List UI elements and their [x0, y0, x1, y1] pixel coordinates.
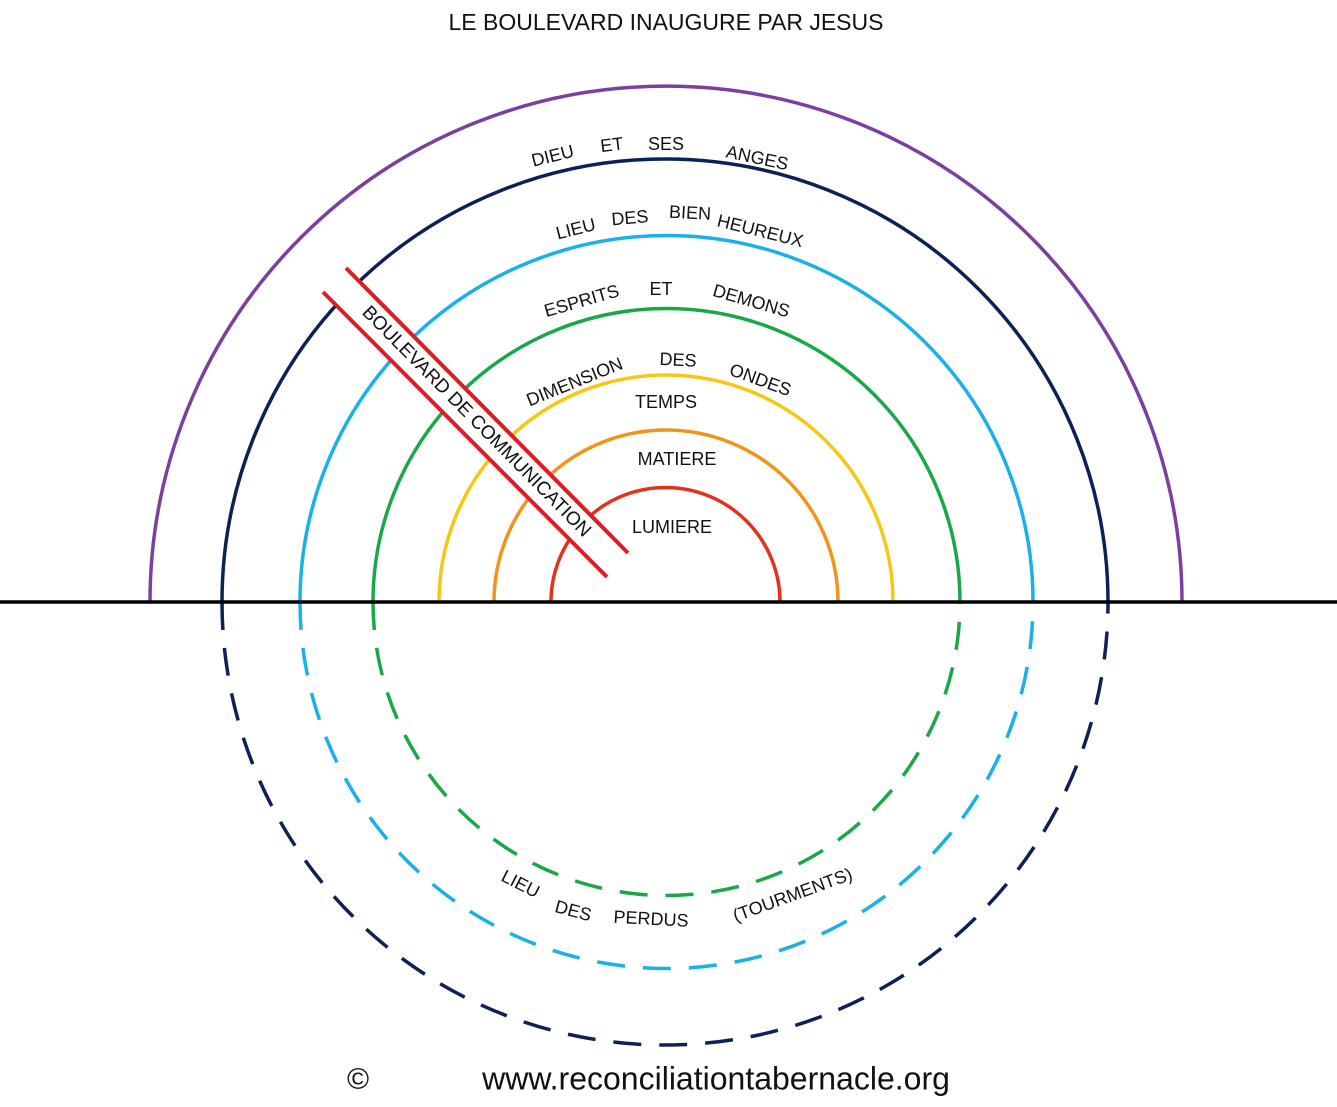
label-perdus: PERDUS [613, 907, 689, 931]
arc-orange [492, 428, 840, 603]
boulevard-line-top [344, 266, 630, 555]
arc-lightblue [298, 233, 1035, 603]
label-tourments: (TOURMENTS) [730, 864, 855, 926]
label-bien: BIEN [669, 202, 712, 224]
arc-red [549, 485, 782, 603]
arc-purple [148, 84, 1184, 603]
footer-url[interactable]: www.reconciliationtabernacle.org [481, 1060, 950, 1096]
label-et: ET [599, 133, 624, 156]
arc-green [371, 306, 962, 603]
label-ses: SES [648, 134, 684, 154]
boulevard-label: BOULEVARD DE COMMUNICATION [358, 302, 595, 541]
diagram-title: LE BOULEVARD INAUGURE PAR JESUS [449, 9, 884, 35]
boulevard-strip [323, 268, 628, 577]
label-temps: TEMPS [635, 392, 697, 412]
arc-green-dashed [371, 601, 962, 898]
label-des: DES [611, 206, 650, 229]
label-matiere: MATIERE [638, 449, 717, 469]
label-lumiere: LUMIERE [632, 517, 712, 537]
arc-navy [220, 157, 1110, 603]
copyright-symbol: © [347, 1063, 369, 1096]
label-et-2: ET [649, 279, 672, 299]
arc-lightblue-dashed [298, 601, 1035, 971]
boulevard-line-bottom [321, 290, 609, 579]
label-perdus-lieu: LIEU [498, 866, 543, 902]
arc-yellow [437, 373, 895, 603]
label-dieu: DIEU [529, 141, 576, 171]
arc-navy-dashed [220, 601, 1110, 1047]
label-heureux: HEUREUX [715, 210, 805, 251]
label-des-2: DES [659, 349, 697, 371]
label-perdus-des: DES [553, 896, 594, 925]
label-lieu: LIEU [554, 214, 598, 243]
